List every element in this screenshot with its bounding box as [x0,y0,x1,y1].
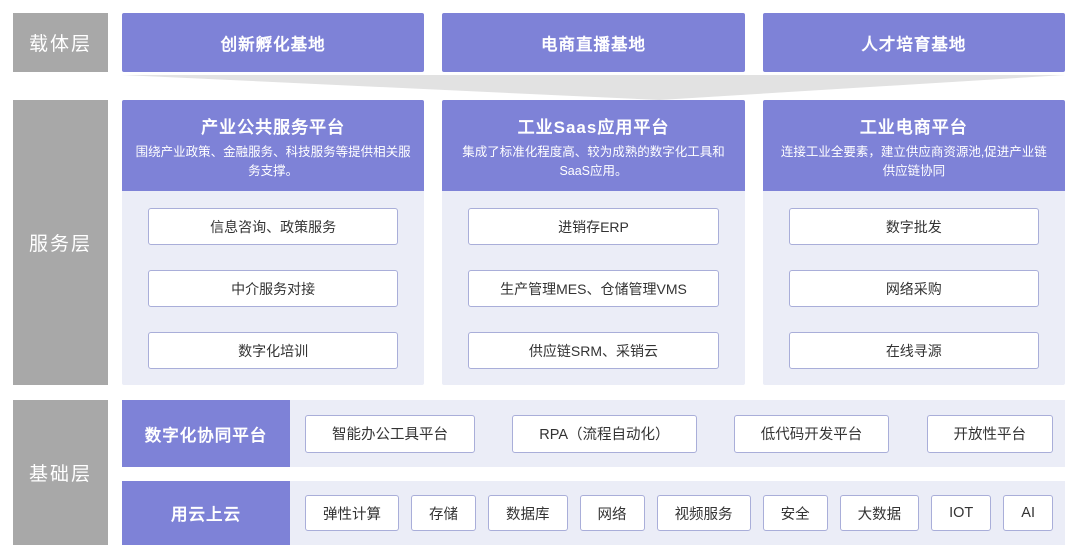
base-item: 大数据 [839,495,920,531]
base-item: 安全 [762,495,828,531]
service-item: 数字化培训 [148,332,399,369]
carrier-base-incubation: 创新孵化基地 [122,13,425,72]
base-row-label: 数字化协同平台 [122,400,290,467]
platform-title: 工业电商平台 [859,118,968,137]
platform-header: 工业Saas应用平台 集成了标准化程度高、较为成熟的数字化工具和SaaS应用。 [442,100,745,191]
service-item: 中介服务对接 [148,270,399,307]
base-item: 开放性平台 [926,414,1053,453]
base-row-collaboration: 数字化协同平台 智能办公工具平台 RPA（流程自动化） 低代码开发平台 开放性平… [122,400,1065,467]
service-item: 网络采购 [788,270,1039,307]
platform-body: 数字批发 网络采购 在线寻源 [763,191,1065,369]
base-item: 低代码开发平台 [733,414,890,453]
layer-label-service: 服务层 [13,100,108,385]
layer-label-carrier: 载体层 [13,13,108,72]
platform-body: 信息咨询、政策服务 中介服务对接 数字化培训 [122,191,424,369]
base-row-label: 用云上云 [122,481,290,545]
base-items: 弹性计算 存储 数据库 网络 视频服务 安全 大数据 IOT AI [290,481,1065,545]
platform-body: 进销存ERP 生产管理MES、仓储管理VMS 供应链SRM、采销云 [442,191,744,369]
chevron-divider [122,75,1065,100]
base-item: RPA（流程自动化） [512,414,697,453]
service-item: 生产管理MES、仓储管理VMS [468,270,719,307]
service-item: 信息咨询、政策服务 [148,208,399,245]
platform-header: 产业公共服务平台 围绕产业政策、金融服务、科技服务等提供相关服务支撑。 [122,100,425,191]
base-item: 弹性计算 [305,495,399,531]
service-item: 数字批发 [788,208,1039,245]
service-item: 在线寻源 [788,332,1039,369]
platform-title: 产业公共服务平台 [201,118,346,137]
base-item: 网络 [579,495,645,531]
platform-desc: 连接工业全要素，建立供应商资源池,促进产业链供应链协同 [780,145,1047,178]
carrier-row: 创新孵化基地 电商直播基地 人才培育基地 [122,13,1065,72]
layer-label-base: 基础层 [13,400,108,545]
platform-header: 工业电商平台 连接工业全要素，建立供应商资源池,促进产业链供应链协同 [762,100,1065,191]
platform-saas: 工业Saas应用平台 集成了标准化程度高、较为成熟的数字化工具和SaaS应用。 … [442,100,745,385]
platform-public-service: 产业公共服务平台 围绕产业政策、金融服务、科技服务等提供相关服务支撑。 信息咨询… [122,100,425,385]
base-item: IOT [931,495,992,531]
carrier-base-talent: 人才培育基地 [762,13,1065,72]
base-row-cloud: 用云上云 弹性计算 存储 数据库 网络 视频服务 安全 大数据 IOT AI [122,481,1065,545]
service-item: 进销存ERP [468,208,719,245]
platform-desc: 围绕产业政策、金融服务、科技服务等提供相关服务支撑。 [135,145,411,178]
base-items: 智能办公工具平台 RPA（流程自动化） 低代码开发平台 开放性平台 [290,400,1065,467]
base-item: 存储 [411,495,477,531]
service-row: 产业公共服务平台 围绕产业政策、金融服务、科技服务等提供相关服务支撑。 信息咨询… [122,100,1065,385]
base-item: AI [1003,495,1053,531]
base-item: 智能办公工具平台 [305,414,475,453]
platform-ecommerce: 工业电商平台 连接工业全要素，建立供应商资源池,促进产业链供应链协同 数字批发 … [762,100,1065,385]
platform-desc: 集成了标准化程度高、较为成熟的数字化工具和SaaS应用。 [462,145,725,178]
carrier-base-livestream: 电商直播基地 [442,13,745,72]
base-item: 数据库 [488,495,568,531]
service-item: 供应链SRM、采销云 [468,332,719,369]
platform-title: 工业Saas应用平台 [517,118,670,137]
base-item: 视频服务 [656,495,751,531]
